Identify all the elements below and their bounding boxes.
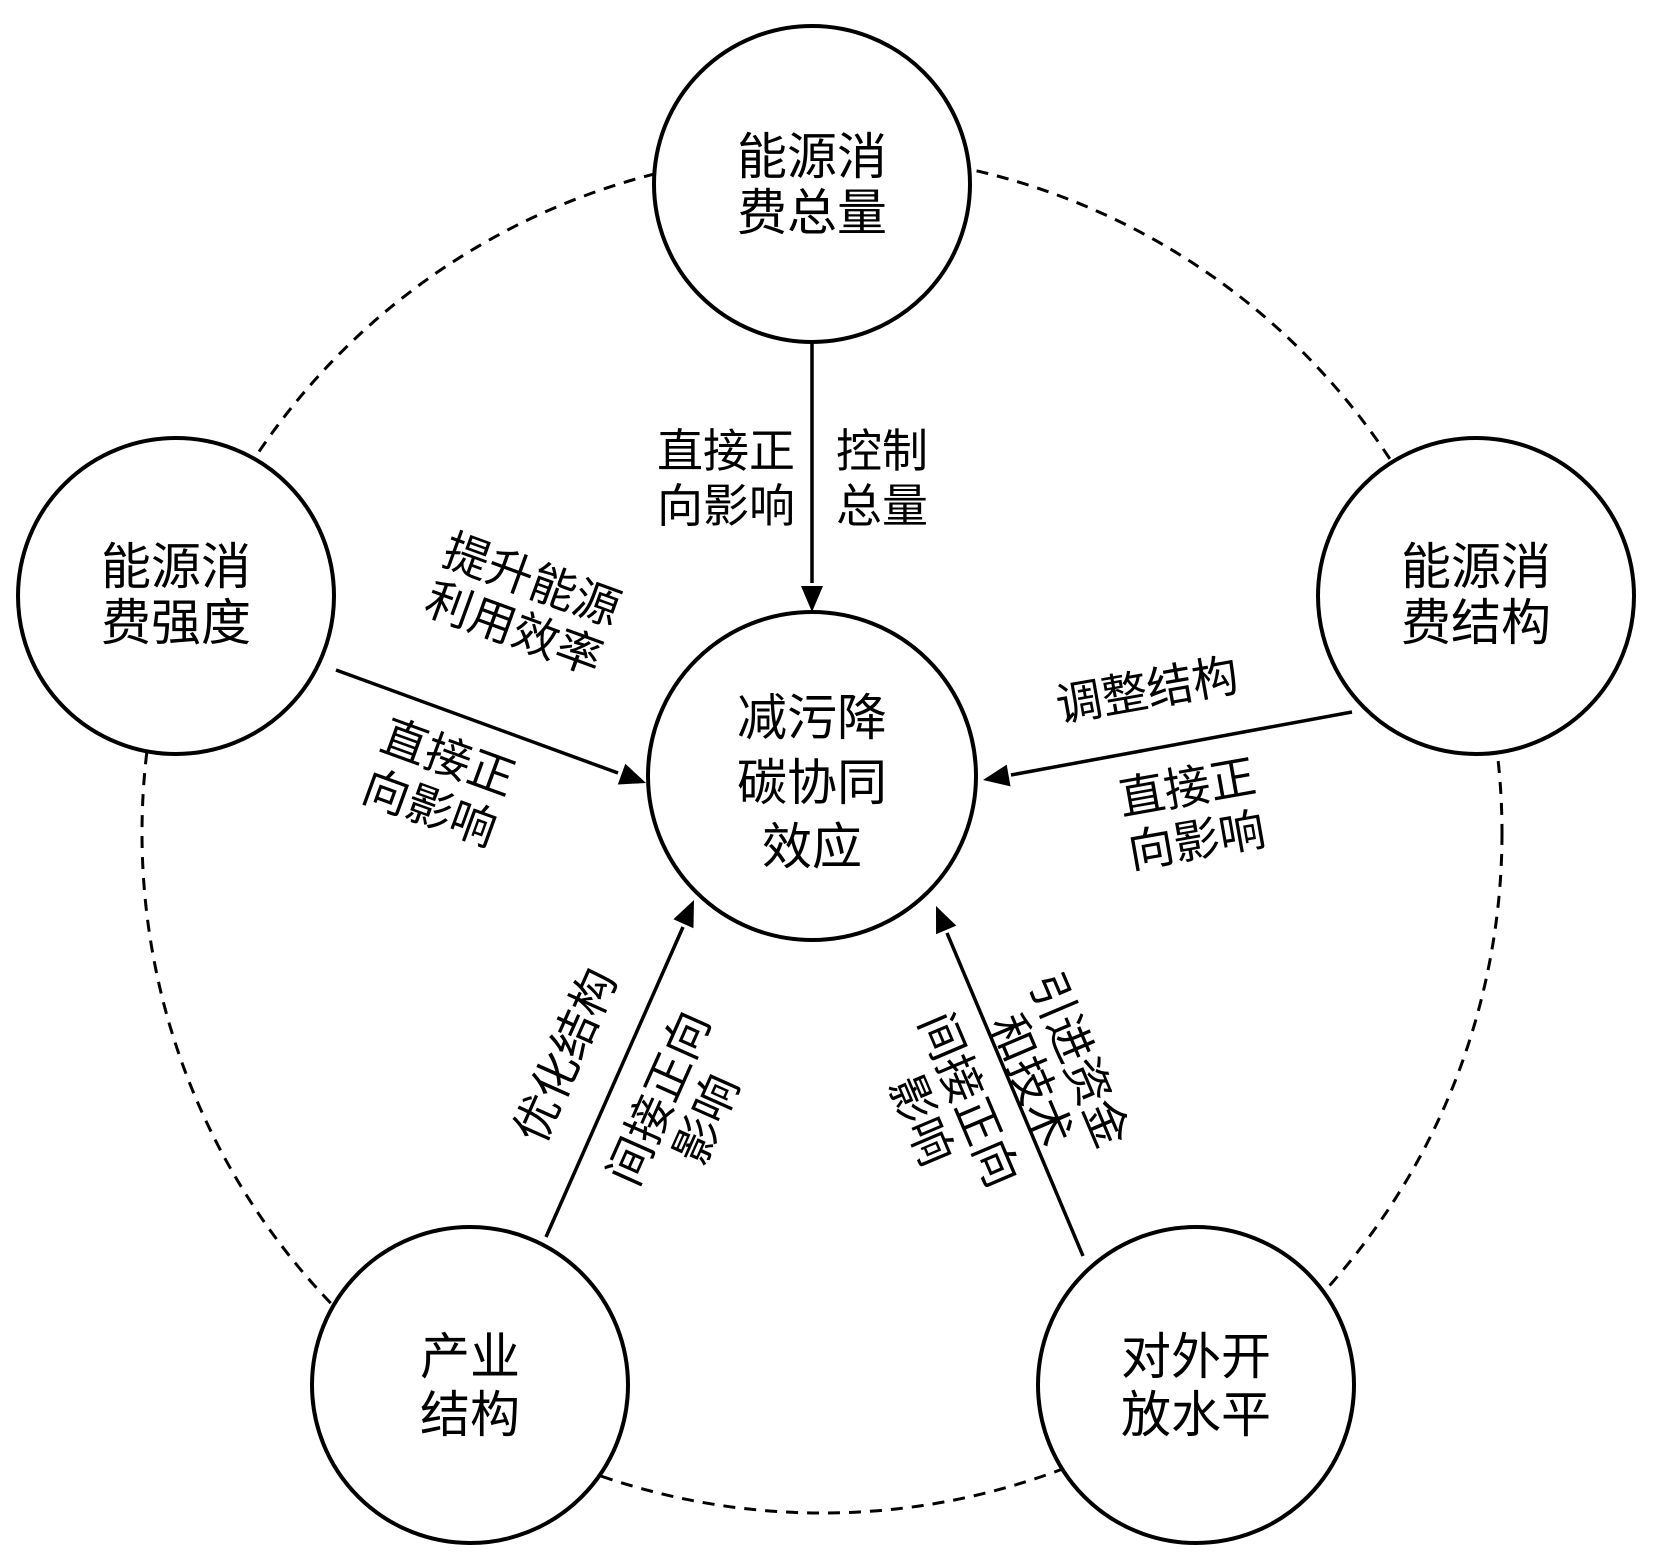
- arrow-industry: [544, 900, 694, 1238]
- node-total-circle: [652, 24, 972, 344]
- edge-industry-measure: 优化结构: [504, 961, 626, 1150]
- edge-total-measure-line-1: 控制: [836, 425, 928, 477]
- node-total-line-1: 能源消: [737, 129, 887, 185]
- node-openness-line-1: 对外开: [1121, 1329, 1271, 1385]
- node-center-circle: [646, 610, 978, 942]
- node-center-line-3: 效应: [762, 819, 862, 875]
- arrow-intensity: [335, 668, 646, 785]
- node-openness-circle: [1036, 1225, 1356, 1545]
- node-intensity-line-2: 费强度: [101, 595, 251, 651]
- node-structure-line-2: 费结构: [1401, 595, 1551, 651]
- node-industry-circle: [310, 1225, 630, 1545]
- edge-intensity-measure: 提升能源 利用效率: [419, 524, 627, 685]
- edge-total-effect-line-1: 直接正: [657, 425, 795, 477]
- node-openness-line-2: 放水平: [1121, 1387, 1271, 1443]
- node-intensity-line-1: 能源消: [101, 539, 251, 595]
- edge-industry-effect: 间接正向 影响: [598, 1004, 749, 1193]
- edge-intensity-effect: 直接正 向影响: [356, 709, 522, 856]
- edge-structure-effect: 直接正 向影响: [1115, 750, 1269, 878]
- arrow-total: [801, 342, 823, 612]
- edge-structure-measure: 调整结构: [1052, 649, 1242, 732]
- edge-total-effect-line-2: 向影响: [657, 480, 795, 532]
- node-center-line-2: 碳协同: [737, 755, 887, 811]
- node-structure-circle: [1316, 436, 1636, 756]
- arrow-structure: [983, 710, 1353, 787]
- edge-structure-measure-line-1: 调整结构: [1052, 649, 1242, 732]
- node-industry-line-2: 结构: [420, 1387, 520, 1443]
- edge-industry-measure-line-1: 优化结构: [504, 961, 626, 1150]
- node-intensity-circle: [16, 436, 336, 756]
- dashed-ring: [140, 151, 1504, 1515]
- node-structure-line-1: 能源消: [1401, 539, 1551, 595]
- edge-total-measure-line-2: 总量: [836, 480, 928, 532]
- arrow-openness: [936, 906, 1085, 1257]
- node-center-line-1: 减污降: [737, 690, 887, 746]
- node-industry-line-1: 产业: [420, 1329, 520, 1385]
- node-total-line-2: 费总量: [737, 185, 887, 241]
